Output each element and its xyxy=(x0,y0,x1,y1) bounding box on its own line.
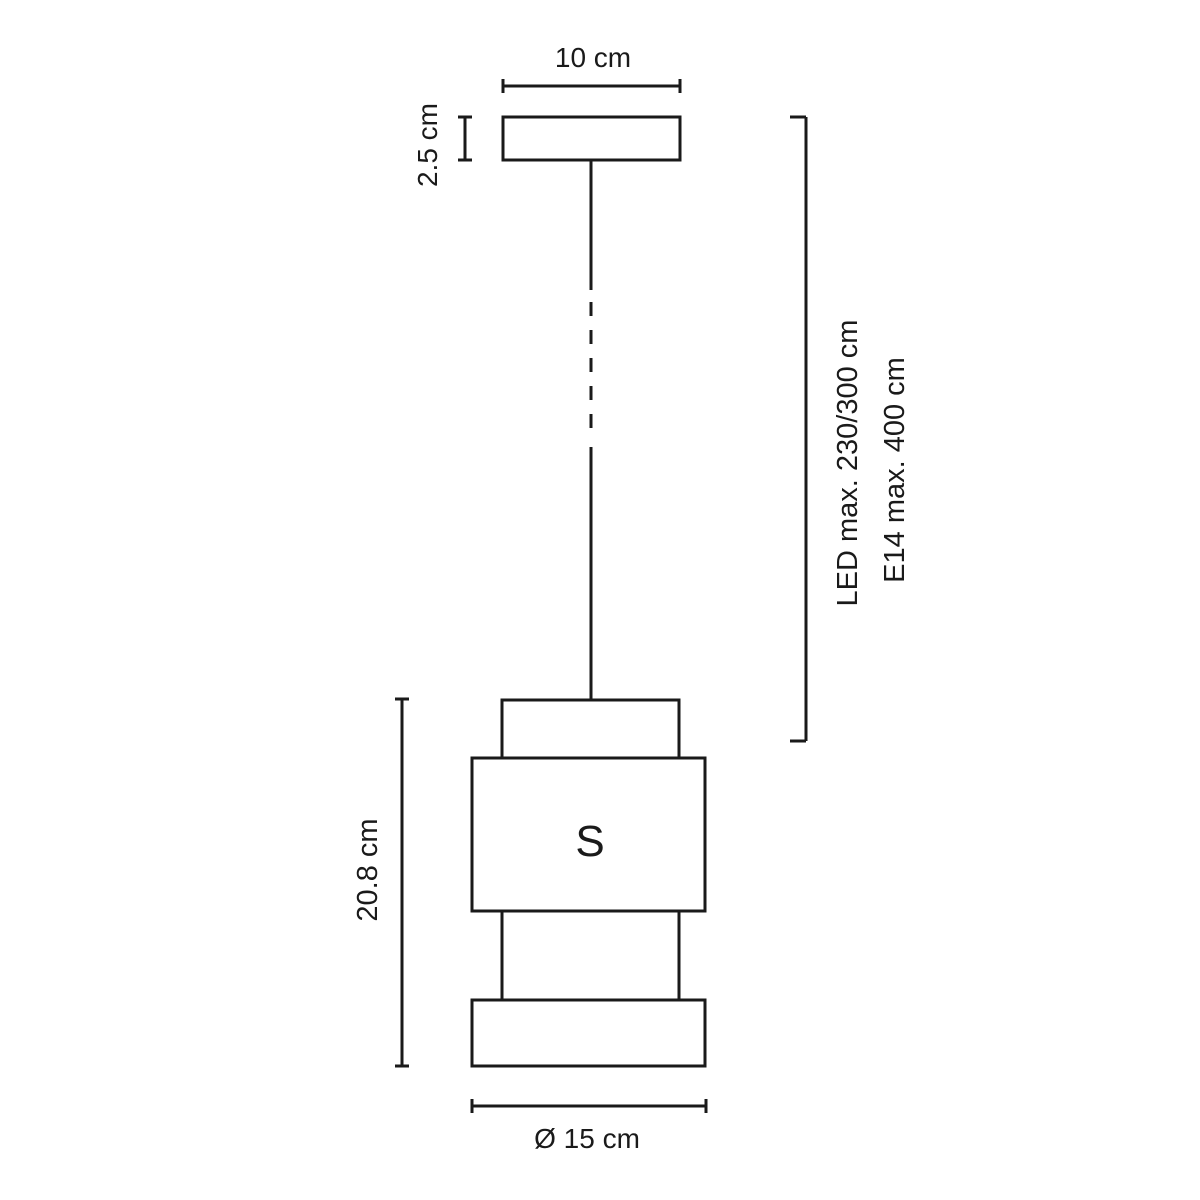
size-code-label: S xyxy=(575,817,604,866)
canopy-width-dimension xyxy=(501,79,682,93)
ceiling-canopy xyxy=(501,115,682,162)
canopy-width-label: 10 cm xyxy=(555,42,631,73)
lamp-top-collar xyxy=(500,698,681,760)
canopy-height-dimension xyxy=(458,115,472,162)
lamp-middle-section xyxy=(500,909,681,1002)
cable-length-bracket xyxy=(790,115,808,743)
lamp-base-ring xyxy=(470,998,707,1068)
cable-length-led-label: LED max. 230/300 cm xyxy=(832,320,864,607)
shade-diameter-dimension xyxy=(470,1099,708,1113)
cable-length-e14-label: E14 max. 400 cm xyxy=(879,357,911,583)
shade-diameter-label: Ø 15 cm xyxy=(534,1123,640,1154)
canopy-height-label: 2.5 cm xyxy=(412,103,443,187)
shade-height-label: 20.8 cm xyxy=(352,818,384,921)
shade-height-dimension xyxy=(395,697,409,1068)
lamp-body xyxy=(470,698,707,1068)
